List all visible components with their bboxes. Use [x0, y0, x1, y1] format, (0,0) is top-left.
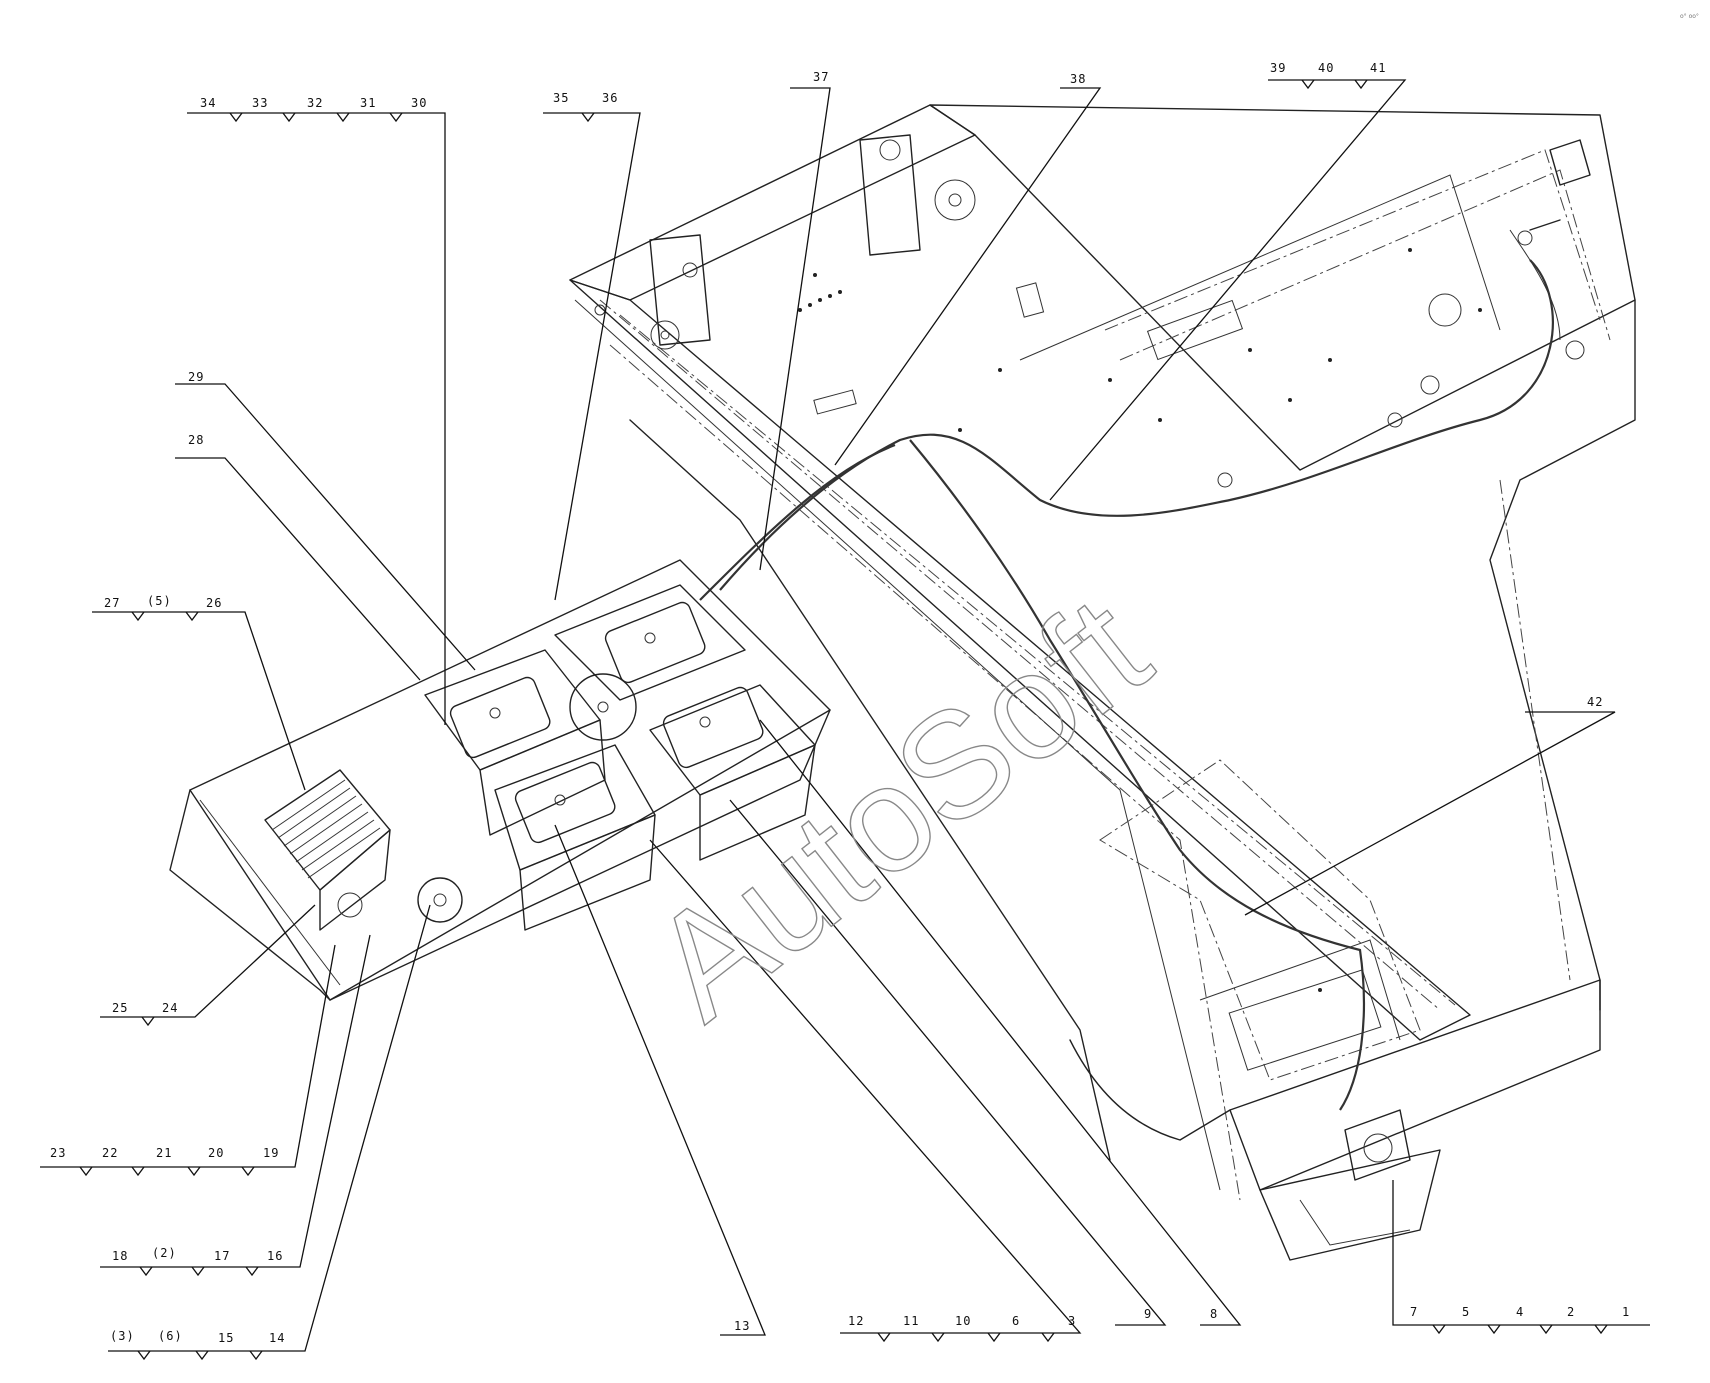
callout-1: 1	[1622, 1305, 1630, 1319]
corner-mark: o° oo°	[1680, 13, 1699, 20]
callout-28: 28	[188, 433, 204, 447]
callout-32: 32	[307, 96, 323, 110]
callout-27: 27	[104, 596, 120, 610]
callout-10: 10	[955, 1314, 971, 1328]
callout-29: 29	[188, 370, 204, 384]
callout-6-paren: (6)	[158, 1329, 183, 1343]
callout-3: 3	[1068, 1314, 1076, 1328]
callout-5: 5	[1462, 1305, 1470, 1319]
callout-23: 23	[50, 1146, 66, 1160]
callout-5-paren: (5)	[147, 594, 172, 608]
callout-31: 31	[360, 96, 376, 110]
leader-lines	[40, 79, 1650, 1352]
battery-1	[424, 649, 606, 836]
callout-7: 7	[1410, 1305, 1418, 1319]
cable-harness	[699, 229, 1585, 1111]
connector-box	[1344, 1109, 1411, 1181]
callout-ticks	[79, 79, 1608, 1361]
callout-20: 20	[208, 1146, 224, 1160]
callout-24: 24	[162, 1001, 178, 1015]
callout-37: 37	[813, 70, 829, 84]
callout-4: 4	[1516, 1305, 1524, 1319]
horn-disc	[417, 877, 463, 923]
callout-11: 11	[903, 1314, 919, 1328]
callout-34: 34	[200, 96, 216, 110]
battery-2	[554, 584, 746, 701]
callout-40: 40	[1318, 61, 1334, 75]
callout-35: 35	[553, 91, 569, 105]
callout-41: 41	[1370, 61, 1386, 75]
callout-17: 17	[214, 1249, 230, 1263]
callout-12: 12	[848, 1314, 864, 1328]
callout-18: 18	[112, 1249, 128, 1263]
callout-15: 15	[218, 1331, 234, 1345]
battery-4	[649, 684, 816, 861]
battery-3	[494, 744, 656, 931]
callout-26: 26	[206, 596, 222, 610]
callout-38: 38	[1070, 72, 1086, 86]
callout-19: 19	[263, 1146, 279, 1160]
callout-13: 13	[734, 1319, 750, 1333]
callout-21: 21	[156, 1146, 172, 1160]
callout-36: 36	[602, 91, 618, 105]
callout-8: 8	[1210, 1307, 1218, 1321]
watermark: AutoSoft	[621, 564, 1178, 1051]
callout-33: 33	[252, 96, 268, 110]
callout-2-paren: (2)	[152, 1246, 177, 1260]
callout-9: 9	[1144, 1307, 1152, 1321]
callout-3-paren: (3)	[110, 1329, 135, 1343]
callout-14: 14	[269, 1331, 285, 1345]
callout-42: 42	[1587, 695, 1603, 709]
callout-30: 30	[411, 96, 427, 110]
battery-tray	[169, 559, 831, 1001]
callout-39: 39	[1270, 61, 1286, 75]
callout-6: 6	[1012, 1314, 1020, 1328]
chassis-frame	[569, 104, 1636, 1261]
callout-labels: 37 38 39 40 41 34 33 32 31 30 35 36 29 2…	[50, 61, 1630, 1345]
callout-25: 25	[112, 1001, 128, 1015]
controller-unit	[264, 769, 391, 931]
fuse-disc	[569, 673, 637, 741]
bolt-holes	[798, 248, 1482, 992]
callout-16: 16	[267, 1249, 283, 1263]
callout-22: 22	[102, 1146, 118, 1160]
callout-2: 2	[1567, 1305, 1575, 1319]
